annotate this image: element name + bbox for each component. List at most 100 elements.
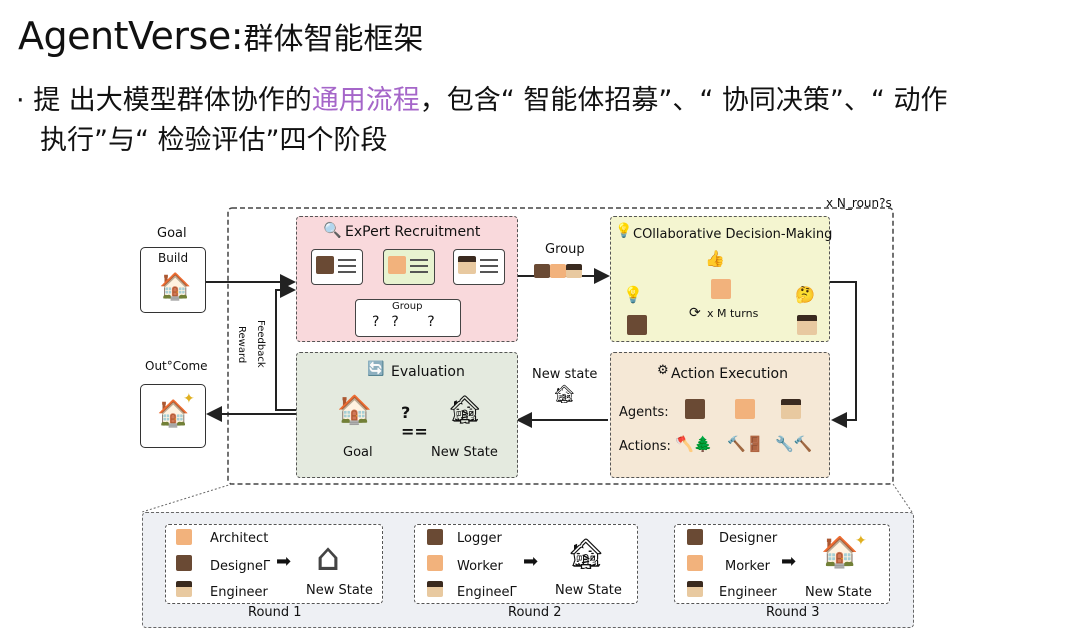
compare-icon: ?== <box>401 403 428 441</box>
round-2-label: Round 2 <box>508 605 562 620</box>
agent-face-icon <box>427 555 443 571</box>
round-1-role-1: Architect <box>210 531 269 546</box>
house-icon: 🏠 <box>159 272 192 302</box>
agent-face-icon <box>176 581 192 597</box>
agent-face-icon <box>458 256 476 274</box>
goal-box: Build 🏠 <box>140 247 206 313</box>
thinking-icon: 🤔 <box>795 285 815 304</box>
group-placeholders: ?? ? <box>372 314 447 330</box>
cycle-icon: ⟳ <box>689 305 701 321</box>
finished-house-icon: 🏠 <box>821 535 859 570</box>
arrow-right-icon: ➡ <box>781 551 797 572</box>
action-execution-panel: ⚙ Action Execution Agents: Actions: 🪓🌲 🔨… <box>610 352 830 478</box>
eval-goal-label: Goal <box>343 445 373 460</box>
action-title: Action Execution <box>671 366 788 382</box>
round-3-role-2: Morker <box>725 559 770 574</box>
lightbulb-icon: 💡 <box>615 223 633 239</box>
round-1-label: Round 1 <box>248 605 302 620</box>
agent-face-icon <box>797 315 817 335</box>
eval-new-state-label: New State <box>431 445 498 460</box>
agent-face-icon <box>427 529 443 545</box>
round-3-label: Round 3 <box>766 605 820 620</box>
search-icon: 🔍 <box>323 221 342 239</box>
agent-face-icon <box>687 555 703 571</box>
agent-face-icon <box>781 399 801 419</box>
round-2-role-2: Worker <box>457 559 503 574</box>
agent-card-3 <box>453 249 505 285</box>
round-1-role-3: Engineer <box>210 585 268 600</box>
outcome-label: Out°Come <box>145 359 208 373</box>
bullet-highlight: 通用流程 <box>311 85 420 116</box>
bullet-text-pre: 提 出大模型群体协作的 <box>33 85 312 116</box>
round-1-state: New State <box>306 583 373 598</box>
round-2-state: New State <box>555 583 622 598</box>
agent-face-icon <box>427 581 443 597</box>
actions-label: Actions: <box>619 439 671 454</box>
agent-card-1 <box>311 249 363 285</box>
agent-face-icon <box>687 529 703 545</box>
agent-face-icon <box>388 256 406 274</box>
decision-title: COllaborative Decision-Making <box>633 227 833 242</box>
expert-recruitment-panel: 🔍 ExPert Recruitment Group ?? ? <box>296 216 518 342</box>
goal-label: Goal <box>157 226 187 241</box>
page-title: AgentVerse:群体智能框架 <box>18 12 424 64</box>
tools-icon: 🔧🔨 <box>775 435 813 453</box>
agent-face-icon <box>711 279 731 299</box>
empty-house-icon: ⌂ <box>316 535 341 579</box>
agent-face-icon <box>176 555 192 571</box>
rounds-label: x N_roun?s <box>826 196 892 210</box>
agent-card-2 <box>383 249 435 285</box>
feedback-label: Feedback <box>255 320 266 368</box>
round-3-role-1: Designer <box>719 531 778 546</box>
agent-face-icon <box>566 263 582 278</box>
agent-face-icon <box>534 263 550 278</box>
agent-face-icon <box>685 399 705 419</box>
sparkle-icon: ✦ <box>855 533 867 549</box>
partial-house-icon: 🏚 <box>567 537 606 572</box>
title-subtitle: 群体智能框架 <box>243 22 424 57</box>
agent-face-icon <box>176 529 192 545</box>
refresh-icon: 🔄 <box>367 361 385 377</box>
thumbs-up-icon: 👍 <box>705 249 725 268</box>
sparkle-house-icon: 🏠 <box>157 399 190 429</box>
build-label: Build <box>158 251 189 265</box>
round-2-panel: Logger Worker EngineeГ ➡ 🏚 New State <box>414 524 638 604</box>
agent-face-icon <box>550 263 566 278</box>
reward-label: Reward <box>236 326 247 364</box>
gear-icon: ⚙ <box>657 363 669 378</box>
arrow-right-icon: ➡ <box>523 551 539 572</box>
decision-making-panel: 💡 COllaborative Decision-Making 👍 💡 🤔 ⟳ … <box>610 216 833 342</box>
agents-label: Agents: <box>619 405 669 420</box>
round-2-role-1: Logger <box>457 531 502 546</box>
axe-tree-icon: 🪓🌲 <box>675 435 713 453</box>
agent-face-icon <box>316 256 334 274</box>
bullet-mark: · <box>16 85 25 116</box>
group-arrow-label: Group <box>545 242 585 257</box>
round-1-panel: Architect DesigneГ Engineer ➡ ⌂ New Stat… <box>165 524 383 604</box>
eval-title: Evaluation <box>391 364 465 380</box>
group-faces <box>534 260 582 279</box>
goal-house-icon: 🏠 <box>337 393 372 426</box>
outcome-box: 🏠 ✦ <box>140 384 206 448</box>
group-inner-label: Group <box>392 301 423 312</box>
title-separator: : <box>230 14 244 58</box>
bullet-text-post: ，包含“ 智能体招募”、“ 协同决策”、“ 动作 <box>419 85 948 116</box>
evaluation-panel: 🔄 Evaluation 🏠 ?== 🏚 Goal New State <box>296 352 518 478</box>
arrow-right-icon: ➡ <box>276 551 292 572</box>
new-state-arrow-label: New state <box>532 367 598 382</box>
round-1-role-2: DesigneГ <box>210 559 271 574</box>
bullet-text-line2: 执行”与“ 检验评估”四个阶段 <box>40 125 388 156</box>
agent-face-icon <box>735 399 755 419</box>
round-2-role-3: EngineeГ <box>457 585 518 600</box>
new-state-house-icon: 🏚 <box>447 393 483 426</box>
new-state-house-small-icon: 🏚 <box>553 384 576 405</box>
round-3-panel: Designer Morker Engineer ➡ 🏠 ✦ New State <box>674 524 890 604</box>
round-3-role-3: Engineer <box>719 585 777 600</box>
agent-face-icon <box>627 315 647 335</box>
round-3-state: New State <box>805 585 872 600</box>
turns-label: x M turns <box>707 307 759 320</box>
group-box: Group ?? ? <box>355 299 461 337</box>
sparkle-icon: ✦ <box>183 391 195 407</box>
idea-bubble-icon: 💡 <box>623 285 643 304</box>
